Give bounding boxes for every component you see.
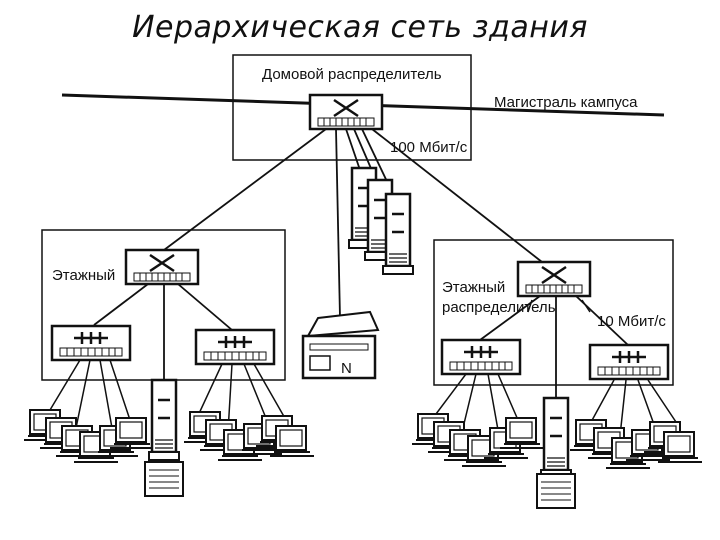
left-link-hub-b: [177, 283, 233, 331]
right-pc-a6: [499, 417, 545, 449]
left-server-base: [144, 461, 184, 497]
right-link-hub-a: [479, 295, 541, 341]
building-distributor-label: Домовой распределитель: [262, 66, 442, 83]
right-floor-label-line2: распределитель: [442, 299, 556, 316]
right-hub-a: [440, 338, 522, 376]
speed-10-label: 10 Мбит/с: [597, 313, 666, 330]
right-floor-switch: [516, 260, 592, 298]
campus-backbone-label: Магистраль кампуса: [494, 94, 638, 111]
left-hub-a: [50, 324, 132, 362]
right-floor-server: [539, 396, 573, 480]
central-server-3: [381, 192, 415, 276]
left-floor-server: [147, 378, 181, 462]
left-workstation-links: [43, 359, 287, 433]
right-pc-b6: [657, 431, 703, 463]
left-hub-b: [194, 328, 276, 366]
left-pc-b6: [269, 425, 315, 457]
right-floor-box: [433, 239, 674, 386]
left-floor-label: Этажный: [52, 267, 115, 284]
printer-label: N: [341, 360, 352, 377]
speed-100-label: 100 Мбит/с: [390, 139, 468, 156]
uplink-printer: [335, 128, 341, 319]
right-hub-b: [588, 343, 670, 381]
left-floor-switch: [124, 248, 200, 286]
right-server-base: [536, 473, 576, 509]
network-printer: [301, 310, 380, 380]
right-floor-label-line1: Этажный: [442, 279, 505, 296]
right-workstation-links: [429, 373, 677, 437]
uplink-server-1: [345, 128, 361, 171]
slide-title: Иерархическая сеть здания: [132, 10, 588, 45]
left-link-hub-a: [93, 283, 149, 326]
uplink-left-floor: [163, 128, 327, 251]
left-pc-a6: [109, 417, 155, 449]
building-switch: [308, 93, 384, 131]
